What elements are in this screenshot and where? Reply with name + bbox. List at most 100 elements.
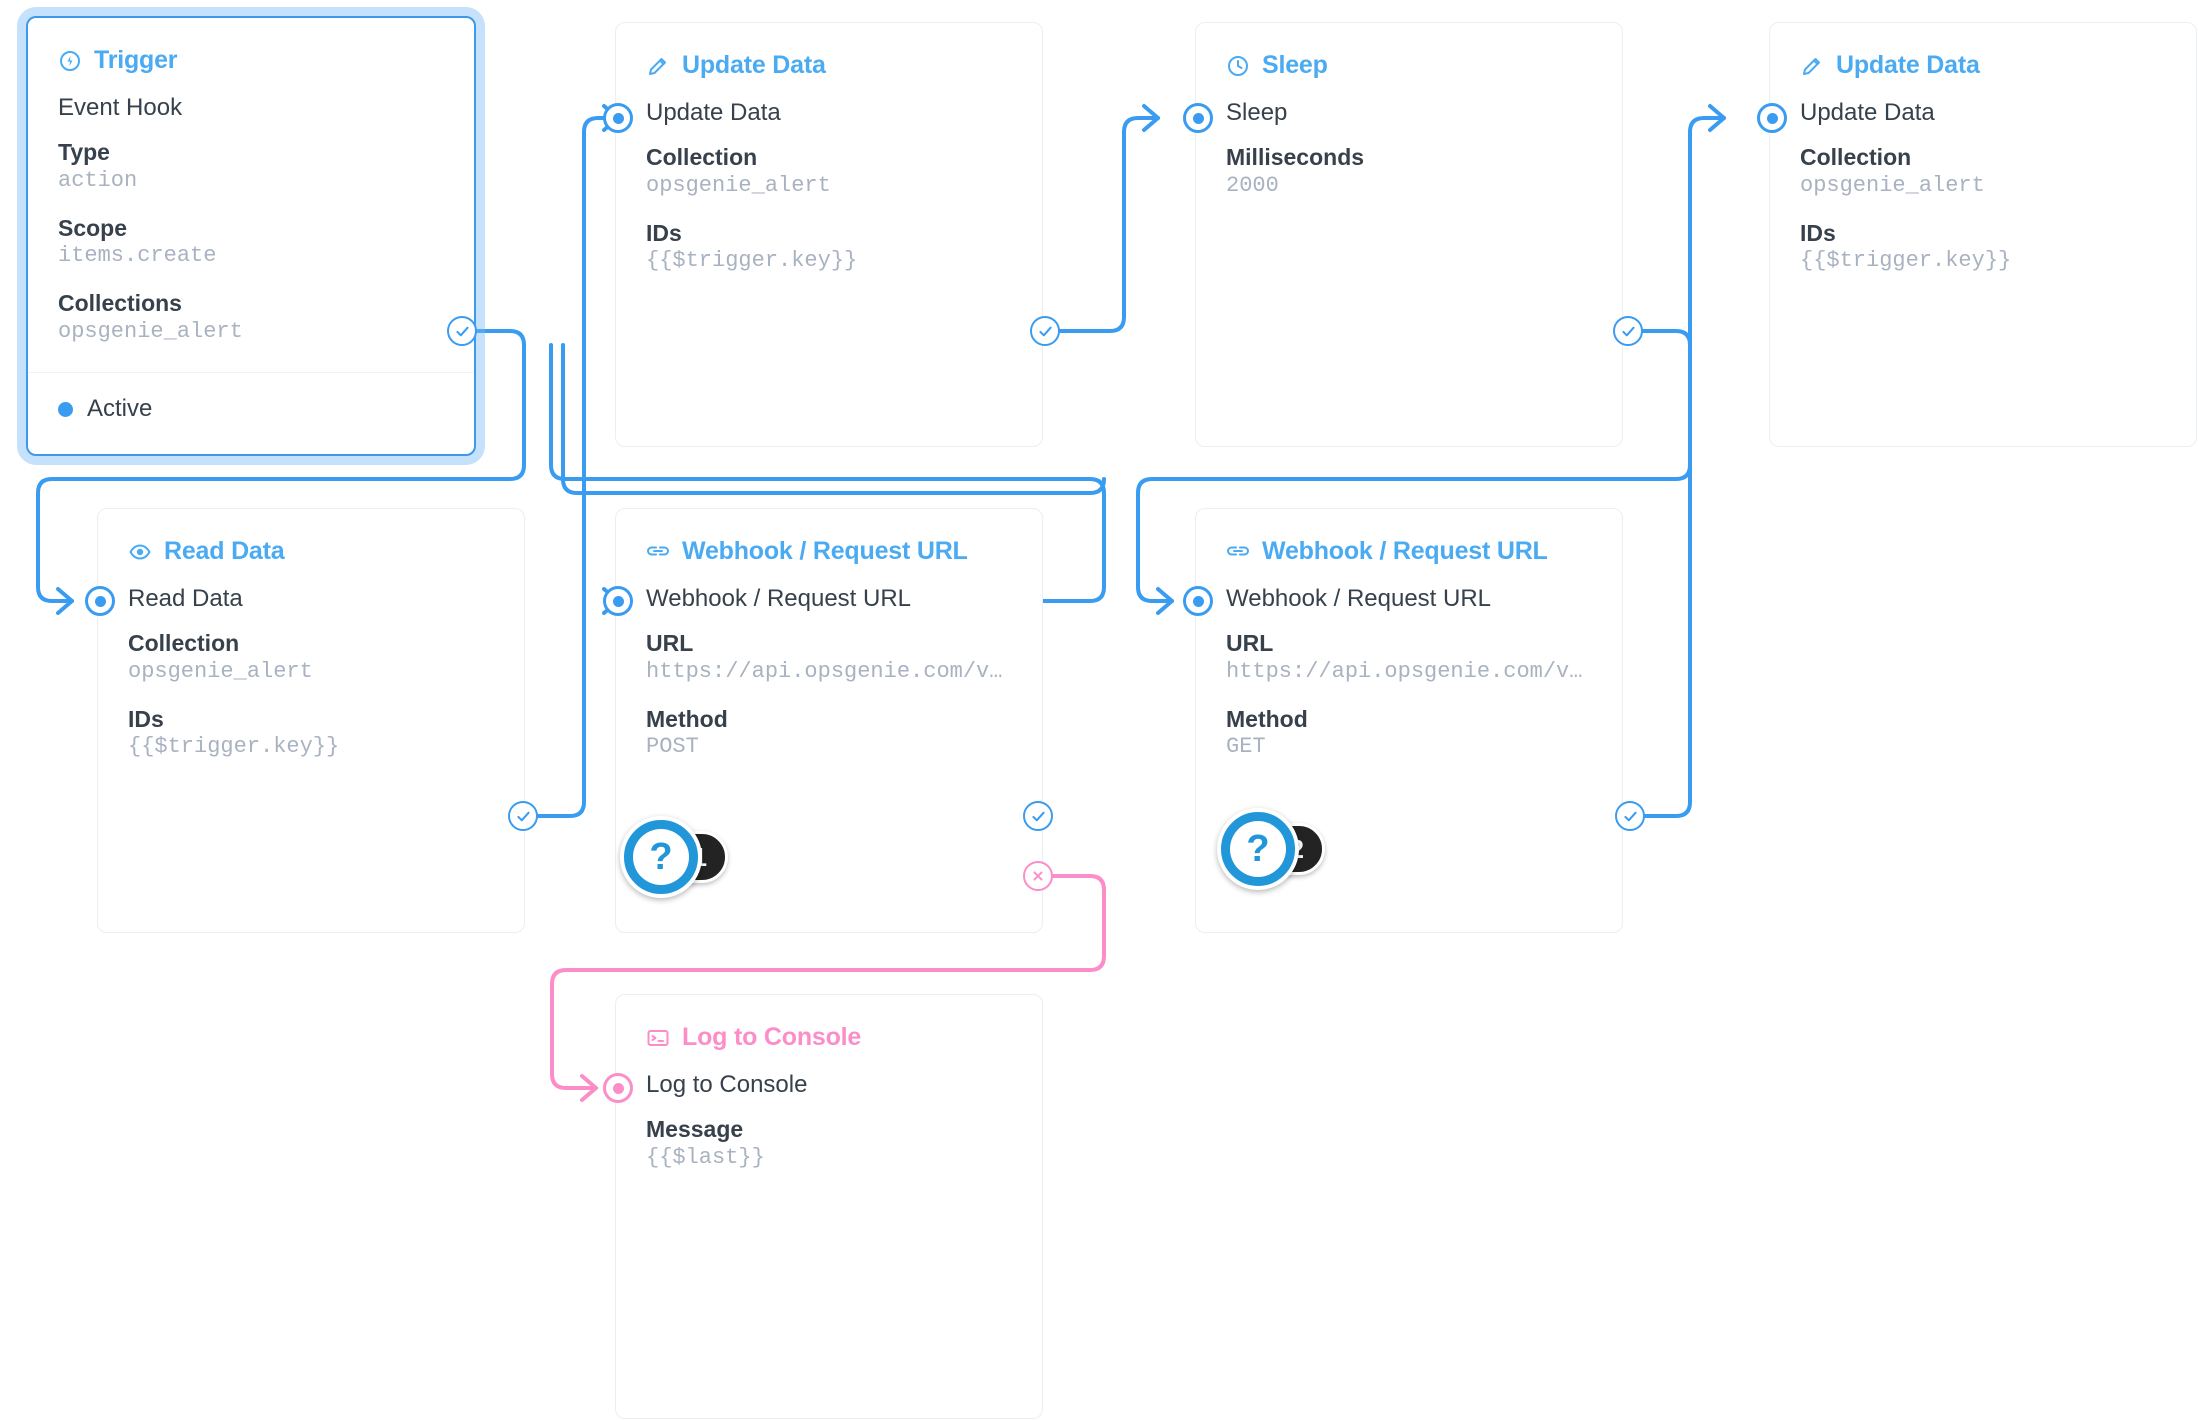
field-label: Method xyxy=(1226,705,1308,732)
card-title-update-data-1: Update Data xyxy=(646,53,1012,78)
field-value: {{$last}} xyxy=(646,1144,765,1170)
arrowhead-webhook-get xyxy=(1156,587,1174,615)
node-name-sleep: Sleep xyxy=(1226,99,1288,126)
node-card-update-data-1[interactable]: Update Data Update Data Collection opsge… xyxy=(615,22,1043,447)
field-message: Message {{$last}} xyxy=(646,1115,1012,1172)
field-value: opsgenie_alert xyxy=(646,172,831,198)
field-label: Collection xyxy=(128,630,240,657)
card-title-webhook-post: Webhook / Request URL xyxy=(646,539,1012,564)
card-title-update-data-2: Update Data xyxy=(1800,53,2166,78)
field-label: Method xyxy=(646,705,728,732)
node-card-read-data[interactable]: Read Data Read Data Collection opsgenie_… xyxy=(97,508,525,933)
card-title-text: Update Data xyxy=(1836,51,1980,79)
card-title-trigger: Trigger xyxy=(58,48,444,73)
field-label: URL xyxy=(1226,630,1274,657)
node-name-log-to-console: Log to Console xyxy=(646,1071,808,1098)
field-value: opsgenie_alert xyxy=(58,318,243,344)
field-value: action xyxy=(58,167,138,193)
node-name-webhook-get: Webhook / Request URL xyxy=(1226,585,1492,612)
edge-webhook-post-inflow xyxy=(1104,479,1118,601)
node-card-sleep[interactable]: Sleep Sleep Milliseconds 2000 xyxy=(1195,22,1623,447)
card-title-text: Trigger xyxy=(94,46,178,74)
node-card-trigger[interactable]: Trigger Event Hook Type action Scope ite… xyxy=(26,16,476,456)
field-label: IDs xyxy=(646,219,682,246)
field-value: items.create xyxy=(58,243,217,269)
node-name-update-data-2: Update Data xyxy=(1800,99,1935,126)
field-collection: Collection opsgenie_alert xyxy=(1800,143,2166,200)
clock-icon xyxy=(1226,54,1250,78)
field-type: Type action xyxy=(58,138,444,195)
field-value: GET xyxy=(1226,734,1266,760)
card-title-sleep: Sleep xyxy=(1226,53,1592,78)
help-badge-2[interactable]: 2 ? xyxy=(1217,808,1325,890)
port-resolve-update-data-1[interactable] xyxy=(1030,316,1060,346)
help-badge-1[interactable]: 1 ? xyxy=(620,816,728,898)
field-label: Scope xyxy=(58,214,128,241)
node-card-update-data-2[interactable]: Update Data Update Data Collection opsge… xyxy=(1769,22,2197,447)
node-name-read-data: Read Data xyxy=(128,585,243,612)
card-title-text: Log to Console xyxy=(682,1023,862,1051)
pencil-icon xyxy=(1800,54,1824,78)
field-value: 2000 xyxy=(1226,172,1279,198)
arrowhead-update-data-2 xyxy=(1708,104,1726,132)
field-label: Milliseconds xyxy=(1226,144,1365,171)
arrowhead-read-data xyxy=(56,587,74,615)
field-value: {{$trigger.key}} xyxy=(128,734,340,760)
field-milliseconds: Milliseconds 2000 xyxy=(1226,143,1592,200)
edge-webhook-get-to-update-data-2 xyxy=(1643,116,1726,818)
help-badge-symbol: ? xyxy=(633,829,689,885)
bolt-circle-icon xyxy=(58,49,82,73)
question-mark-icon[interactable]: ? xyxy=(1217,808,1299,890)
card-title-read-data: Read Data xyxy=(128,539,494,564)
field-label: Type xyxy=(58,139,110,166)
port-target-sleep[interactable] xyxy=(1183,103,1213,133)
eye-icon xyxy=(128,540,152,564)
field-value: {{$trigger.key}} xyxy=(646,248,858,274)
question-mark-icon[interactable]: ? xyxy=(620,816,702,898)
edge-vertical-col2 xyxy=(558,345,572,816)
card-title-text: Webhook / Request URL xyxy=(682,537,968,565)
port-resolve-webhook-get[interactable] xyxy=(1615,801,1645,831)
field-value: https://api.opsgenie.com/v… xyxy=(646,658,1003,684)
port-target-webhook-post[interactable] xyxy=(603,586,633,616)
card-title-text: Read Data xyxy=(164,537,285,565)
arrowhead-log-to-console xyxy=(580,1074,598,1102)
link-icon xyxy=(1226,540,1250,564)
field-value: {{$trigger.key}} xyxy=(1800,248,2012,274)
edge-col2-elbow xyxy=(557,118,571,132)
port-resolve-sleep[interactable] xyxy=(1613,316,1643,346)
node-card-log-to-console[interactable]: Log to Console Log to Console Message {{… xyxy=(615,994,1043,1419)
port-resolve-trigger[interactable] xyxy=(447,316,477,346)
port-resolve-read-data[interactable] xyxy=(508,801,538,831)
field-collections: Collections opsgenie_alert xyxy=(58,289,444,346)
card-title-text: Sleep xyxy=(1262,51,1328,79)
field-label: URL xyxy=(646,630,694,657)
card-title-webhook-get: Webhook / Request URL xyxy=(1226,539,1592,564)
port-target-update-data-2[interactable] xyxy=(1757,103,1787,133)
pencil-icon xyxy=(646,54,670,78)
field-label: Message xyxy=(646,1116,744,1143)
field-ids: IDs {{$trigger.key}} xyxy=(646,219,1012,276)
port-target-update-data-1[interactable] xyxy=(603,103,633,133)
field-url: URL https://api.opsgenie.com/v… xyxy=(1226,629,1592,686)
edge-read-data-to-update-data-1 xyxy=(536,116,620,818)
port-target-log-to-console[interactable] xyxy=(603,1073,633,1103)
status-dot-icon xyxy=(58,401,73,417)
port-resolve-webhook-post[interactable] xyxy=(1023,801,1053,831)
edge-update-data-1-to-sleep xyxy=(1058,116,1160,333)
help-badge-symbol: ? xyxy=(1230,821,1286,877)
field-collection: Collection opsgenie_alert xyxy=(128,629,494,686)
field-value: opsgenie_alert xyxy=(1800,172,1985,198)
field-label: Collection xyxy=(646,144,758,171)
port-target-read-data[interactable] xyxy=(85,586,115,616)
port-reject-webhook-post[interactable] xyxy=(1023,861,1053,891)
node-name-trigger: Event Hook xyxy=(58,94,183,121)
field-label: IDs xyxy=(1800,219,1836,246)
field-label: IDs xyxy=(128,705,164,732)
status-badge: Active xyxy=(58,373,444,447)
field-value: https://api.opsgenie.com/v… xyxy=(1226,658,1583,684)
port-target-webhook-get[interactable] xyxy=(1183,586,1213,616)
card-title-text: Webhook / Request URL xyxy=(1262,537,1548,565)
card-title-log-to-console: Log to Console xyxy=(646,1025,1012,1050)
